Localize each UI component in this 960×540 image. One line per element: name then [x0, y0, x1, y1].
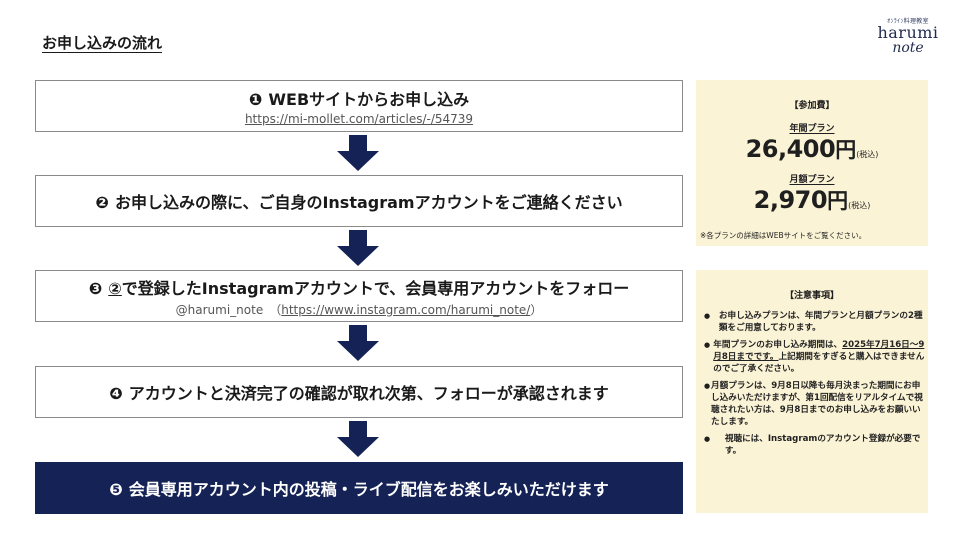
step-4-title: ❹ アカウントと決済完了の確認が取れ次第、フォローが承認されます — [109, 380, 609, 404]
step-5-text: 会員専用アカウント内の投稿・ライブ配信をお楽しみいただけます — [128, 480, 609, 499]
instagram-link[interactable]: https://www.instagram.com/harumi_note/ — [281, 302, 531, 317]
monthly-plan-price: 2,970円(税込) — [696, 185, 928, 215]
monthly-price-tax: (税込) — [848, 201, 871, 210]
step-3-number: ❸ — [88, 278, 103, 298]
step-1-number: ❶ — [248, 90, 263, 109]
down-arrow-icon — [337, 135, 379, 171]
step-5-number: ❺ — [109, 480, 123, 499]
step-2-title: ❷ お申し込みの際に、ご自身のInstagramアカウントをご連絡ください — [95, 189, 622, 213]
logo-sub-text: note — [892, 40, 924, 56]
bullet-icon: ● — [704, 312, 711, 320]
annual-price-unit: 円 — [835, 138, 857, 162]
monthly-price-unit: 円 — [827, 189, 849, 213]
notes-panel: 【注意事項】 ● お申し込みプランは、年間プランと月額プランの2種類をご用意して… — [696, 270, 928, 513]
note-item: ● 年間プランのお申し込み期間は、2025年7月16日〜9月8日までです。上記期… — [704, 339, 926, 375]
fee-panel: 【参加費】 年間プラン 26,400円(税込) 月額プラン 2,970円(税込)… — [696, 80, 928, 246]
step-2-box: ❷ お申し込みの際に、ご自身のInstagramアカウントをご連絡ください — [35, 175, 683, 227]
bullet-icon: ● — [704, 382, 711, 390]
page-title: お申し込みの流れ — [42, 34, 163, 52]
fee-note: ※各プランの詳細はWEBサイトをご覧ください。 — [700, 231, 867, 240]
note-item: ● お申し込みプランは、年間プランと月額プランの2種類をご用意しております。 — [704, 310, 926, 334]
harumi-note-logo: ｵﾝﾗｲﾝ料理教室 harumi note — [868, 16, 948, 55]
step-1-sub: https://mi-mollet.com/articles/-/54739 — [245, 112, 473, 126]
instagram-handle: @harumi_note （ — [175, 302, 282, 317]
logo-tagline: ｵﾝﾗｲﾝ料理教室 — [887, 18, 929, 25]
step-5-title: ❺ 会員専用アカウント内の投稿・ライブ配信をお楽しみいただけます — [109, 476, 609, 500]
annual-price-tax: (税込) — [856, 150, 879, 159]
note-text: 視聴には、Instagramのアカウント登録が必要です。 — [724, 434, 921, 456]
step-3-text: で登録したInstagramアカウントで、会員専用アカウントをフォロー — [121, 278, 630, 298]
step-4-text: アカウントと決済完了の確認が取れ次第、フォローが承認されます — [128, 384, 609, 403]
instagram-link-close: ） — [530, 302, 543, 317]
note-item: ● 月額プランは、9月8日以降も毎月決まった期間にお申し込みいただけますが、第1… — [704, 380, 926, 428]
fee-heading: 【参加費】 — [789, 101, 835, 111]
step-5-box: ❺ 会員専用アカウント内の投稿・ライブ配信をお楽しみいただけます — [35, 462, 683, 514]
annual-price-value: 26,400 — [745, 135, 836, 163]
step-2-number: ❷ — [95, 193, 109, 212]
step-1-box: ❶ WEBサイトからお申し込み https://mi-mollet.com/art… — [35, 80, 683, 132]
note-text: 月額プランは、9月8日以降も毎月決まった期間にお申し込みいただけますが、第1回配… — [711, 381, 923, 427]
notes-list: ● お申し込みプランは、年間プランと月額プランの2種類をご用意しております。 ●… — [704, 310, 926, 462]
step-1-text: WEBサイトからお申し込み — [268, 90, 470, 109]
step-4-box: ❹ アカウントと決済完了の確認が取れ次第、フォローが承認されます — [35, 366, 683, 418]
note-period-intro: 年間プランのお申し込み期間は、 — [713, 340, 843, 350]
monthly-plan-label: 月額プラン — [789, 175, 835, 185]
logo-main-text: harumi — [877, 23, 939, 42]
annual-plan-label: 年間プラン — [789, 124, 835, 134]
annual-plan-price: 26,400円(税込) — [696, 134, 928, 164]
note-text: お申し込みプランは、年間プランと月額プランの2種類をご用意しております。 — [718, 311, 923, 333]
bullet-icon: ● — [704, 341, 711, 349]
website-link[interactable]: https://mi-mollet.com/articles/-/54739 — [244, 112, 474, 126]
monthly-price-value: 2,970 — [753, 186, 828, 214]
step-3-reference: ② — [108, 278, 122, 298]
step-4-number: ❹ — [109, 384, 123, 403]
down-arrow-icon — [337, 421, 379, 457]
step-3-sub: @harumi_note （https://www.instagram.com/… — [176, 301, 543, 318]
down-arrow-icon — [337, 325, 379, 361]
bullet-icon: ● — [704, 435, 711, 443]
note-period-dates: 2025年7月16日〜9月8日までです。 — [713, 340, 925, 362]
down-arrow-icon — [337, 230, 379, 266]
step-2-text: お申し込みの際に、ご自身のInstagramアカウントをご連絡ください — [114, 193, 623, 212]
step-1-title: ❶ WEBサイトからお申し込み — [249, 86, 469, 110]
note-period-warning: 上記期間をすぎると購入はできませんのでご了承ください。 — [713, 352, 925, 374]
note-text: 年間プランのお申し込み期間は、2025年7月16日〜9月8日までです。上記期間を… — [713, 339, 926, 375]
notes-heading: 【注意事項】 — [784, 291, 839, 301]
note-item: ● 視聴には、Instagramのアカウント登録が必要です。 — [704, 433, 926, 457]
